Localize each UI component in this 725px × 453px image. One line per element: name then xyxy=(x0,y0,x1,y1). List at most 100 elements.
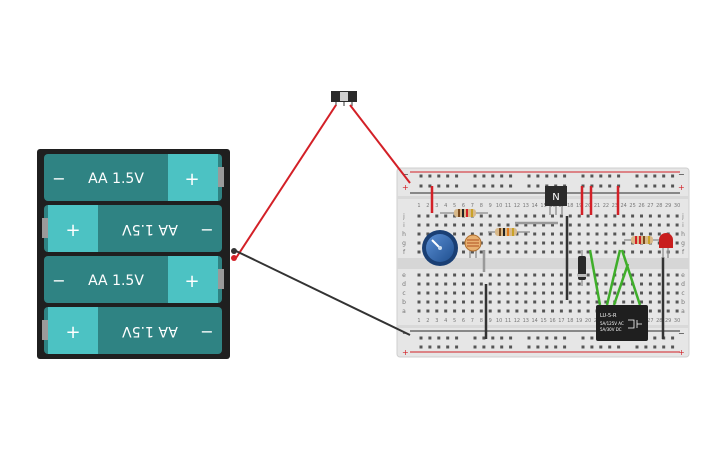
breadboard-hole[interactable] xyxy=(506,214,510,218)
breadboard-hole[interactable] xyxy=(648,282,652,286)
breadboard-hole[interactable] xyxy=(515,250,519,254)
breadboard-hole[interactable] xyxy=(542,214,546,218)
breadboard-hole[interactable] xyxy=(428,336,432,340)
breadboard-hole[interactable] xyxy=(675,250,679,254)
breadboard-hole[interactable] xyxy=(675,232,679,236)
breadboard-holes[interactable] xyxy=(417,174,679,349)
green-wire[interactable] xyxy=(588,249,602,306)
breadboard-hole[interactable] xyxy=(604,232,608,236)
breadboard-hole[interactable] xyxy=(657,250,661,254)
breadboard-hole[interactable] xyxy=(524,291,528,295)
breadboard-hole[interactable] xyxy=(559,291,563,295)
breadboard-hole[interactable] xyxy=(491,184,495,188)
breadboard-hole[interactable] xyxy=(631,223,635,227)
breadboard-hole[interactable] xyxy=(675,241,679,245)
breadboard-hole[interactable] xyxy=(462,291,465,295)
breadboard-hole[interactable] xyxy=(648,250,652,254)
breadboard-hole[interactable] xyxy=(559,300,563,304)
breadboard-hole[interactable] xyxy=(581,336,585,340)
breadboard-hole[interactable] xyxy=(473,184,477,188)
breadboard-hole[interactable] xyxy=(524,273,528,277)
breadboard-hole[interactable] xyxy=(455,336,459,340)
breadboard-hole[interactable] xyxy=(417,214,421,218)
breadboard-hole[interactable] xyxy=(640,273,643,277)
breadboard-hole[interactable] xyxy=(551,250,554,254)
breadboard-hole[interactable] xyxy=(604,214,608,218)
breadboard-hole[interactable] xyxy=(559,250,563,254)
breadboard-hole[interactable] xyxy=(479,300,483,304)
breadboard-hole[interactable] xyxy=(470,232,474,236)
breadboard-hole[interactable] xyxy=(577,291,581,295)
breadboard-hole[interactable] xyxy=(479,291,483,295)
breadboard-hole[interactable] xyxy=(563,174,567,178)
breadboard-hole[interactable] xyxy=(617,174,621,178)
breadboard-hole[interactable] xyxy=(462,223,465,227)
breadboard-hole[interactable] xyxy=(657,214,661,218)
breadboard-hole[interactable] xyxy=(595,214,599,218)
breadboard-hole[interactable] xyxy=(435,291,439,295)
breadboard-hole[interactable] xyxy=(497,223,501,227)
breadboard-hole[interactable] xyxy=(500,184,504,188)
breadboard-hole[interactable] xyxy=(648,223,652,227)
breadboard-hole[interactable] xyxy=(455,174,459,178)
breadboard-hole[interactable] xyxy=(515,241,519,245)
breadboard-hole[interactable] xyxy=(586,214,590,218)
breadboard-hole[interactable] xyxy=(446,345,450,349)
breadboard-hole[interactable] xyxy=(479,214,483,218)
breadboard-hole[interactable] xyxy=(527,184,531,188)
breadboard-hole[interactable] xyxy=(622,241,626,245)
breadboard-hole[interactable] xyxy=(622,223,626,227)
breadboard-hole[interactable] xyxy=(533,232,537,236)
breadboard-hole[interactable] xyxy=(635,184,639,188)
breadboard-hole[interactable] xyxy=(586,232,590,236)
breadboard-hole[interactable] xyxy=(581,174,585,178)
breadboard-hole[interactable] xyxy=(500,345,504,349)
breadboard-hole[interactable] xyxy=(551,291,554,295)
breadboard-hole[interactable] xyxy=(428,345,432,349)
breadboard-hole[interactable] xyxy=(524,241,528,245)
breadboard-hole[interactable] xyxy=(488,300,492,304)
breadboard-hole[interactable] xyxy=(542,232,546,236)
breadboard-hole[interactable] xyxy=(509,174,513,178)
breadboard-hole[interactable] xyxy=(524,309,528,313)
breadboard-hole[interactable] xyxy=(551,300,554,304)
breadboard-hole[interactable] xyxy=(419,345,423,349)
breadboard-hole[interactable] xyxy=(640,300,643,304)
breadboard-hole[interactable] xyxy=(608,345,612,349)
breadboard-hole[interactable] xyxy=(613,214,617,218)
photoresistor[interactable] xyxy=(464,234,482,258)
breadboard-hole[interactable] xyxy=(551,273,554,277)
breadboard-hole[interactable] xyxy=(559,273,563,277)
breadboard-hole[interactable] xyxy=(613,241,617,245)
breadboard-hole[interactable] xyxy=(545,174,549,178)
breadboard-hole[interactable] xyxy=(455,345,459,349)
breadboard-hole[interactable] xyxy=(527,345,531,349)
breadboard-hole[interactable] xyxy=(559,214,563,218)
breadboard-hole[interactable] xyxy=(488,214,492,218)
breadboard-hole[interactable] xyxy=(491,174,495,178)
breadboard-hole[interactable] xyxy=(515,291,519,295)
breadboard-hole[interactable] xyxy=(554,336,558,340)
breadboard-hole[interactable] xyxy=(428,174,432,178)
breadboard-hole[interactable] xyxy=(554,174,558,178)
breadboard-hole[interactable] xyxy=(462,241,465,245)
breadboard-hole[interactable] xyxy=(533,273,537,277)
breadboard-hole[interactable] xyxy=(657,309,661,313)
breadboard-hole[interactable] xyxy=(479,232,483,236)
breadboard-hole[interactable] xyxy=(568,214,572,218)
breadboard-hole[interactable] xyxy=(599,184,603,188)
breadboard-hole[interactable] xyxy=(595,223,599,227)
breadboard-hole[interactable] xyxy=(533,223,537,227)
breadboard-hole[interactable] xyxy=(653,184,657,188)
breadboard-hole[interactable] xyxy=(462,309,465,313)
breadboard-hole[interactable] xyxy=(482,336,486,340)
breadboard-hole[interactable] xyxy=(662,174,666,178)
breadboard-hole[interactable] xyxy=(453,273,457,277)
breadboard-hole[interactable] xyxy=(506,250,510,254)
breadboard-hole[interactable] xyxy=(462,232,465,236)
green-wire[interactable] xyxy=(620,249,642,306)
breadboard-hole[interactable] xyxy=(640,291,643,295)
breadboard-hole[interactable] xyxy=(563,345,567,349)
breadboard-hole[interactable] xyxy=(509,345,513,349)
breadboard-hole[interactable] xyxy=(586,250,590,254)
